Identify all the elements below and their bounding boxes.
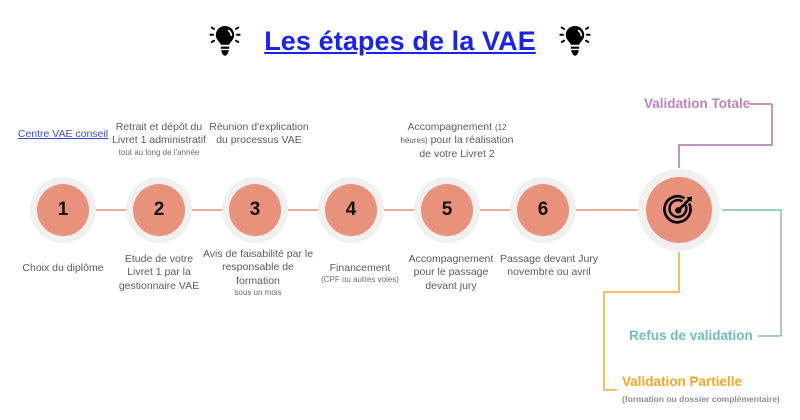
step-caption-above-5-part1: Accompagnement [407,121,493,133]
step-caption-below-6: Passage devant Jury novembre ou avril [495,253,603,280]
final-node[interactable] [638,169,720,251]
lightbulb-icon [208,21,242,61]
outcome-subtitle-validation-partielle: (formation ou dossier complémentaire) [622,394,780,404]
step-caption-below-3-text: Avis de faisabilité par le responsable d… [202,248,314,287]
outcome-label-validation-partielle[interactable]: Validation Partielle [622,374,743,389]
step-caption-below-1-text: Choix du diplôme [22,262,104,274]
step-caption-above-5-hours: (12 heures) [400,123,507,146]
step-number-6: 6 [517,184,569,236]
lightbulb-icon [558,21,592,61]
step-caption-below-2-text: Etude de votre Livret 1 par la gestionna… [118,253,200,292]
step-caption-below-4: Financement (CPF ou autres voies) [305,262,415,286]
step-caption-above-2-small: tout au long de l'année [118,147,200,157]
step-caption-above-5-part2: pour la réalisation de votre Livret 2 [419,134,514,160]
step-number-1: 1 [37,184,89,236]
step-node-5[interactable]: 5 [414,177,480,243]
step-node-1[interactable]: 1 [30,177,96,243]
step-caption-below-3: Avis de faisabilité par le responsable d… [199,248,317,299]
step-caption-above-3-text: Réunion d'explication du processus VAE [209,121,309,147]
step-caption-above-1: Centre VAE conseil [13,128,113,141]
step-node-2[interactable]: 2 [126,177,192,243]
step-node-3[interactable]: 3 [222,177,288,243]
step-caption-above-2: Retrait et dépôt du Livret 1 administrat… [108,121,210,158]
step-caption-below-5-text: Accompagnement pour le passage devant ju… [408,253,494,292]
final-node-disc [646,177,712,243]
page-title-row: Les étapes de la VAE [0,10,800,72]
step-caption-above-5: Accompagnement (12 heures) pour la réali… [396,121,518,161]
step-number-4: 4 [325,184,377,236]
step-number-2: 2 [133,184,185,236]
step-caption-below-4-small: (CPF ou autres voies) [321,275,399,285]
step-caption-below-5: Accompagnement pour le passage devant ju… [399,253,503,293]
step-number-3: 3 [229,184,281,236]
outcome-label-refus-de-validation[interactable]: Refus de validation [629,328,753,343]
outcome-label-validation-totale[interactable]: Validation Totale [644,96,751,111]
step-caption-below-1: Choix du diplôme [8,262,118,275]
step-caption-below-6-text: Passage devant Jury novembre ou avril [499,253,599,279]
step-node-6[interactable]: 6 [510,177,576,243]
step-node-4[interactable]: 4 [318,177,384,243]
target-icon [662,193,696,227]
step-caption-below-3-small: sous un mois [234,288,282,298]
step-caption-below-2: Etude de votre Livret 1 par la gestionna… [111,253,207,293]
page-title: Les étapes de la VAE [264,25,536,56]
step-caption-below-4-text: Financement [329,262,391,274]
step-caption-above-3: Réunion d'explication du processus VAE [209,121,309,148]
centre-vae-conseil-link[interactable]: Centre VAE conseil [17,128,109,140]
step-caption-above-2-text: Retrait et dépôt du Livret 1 administrat… [112,121,206,147]
step-number-5: 5 [421,184,473,236]
